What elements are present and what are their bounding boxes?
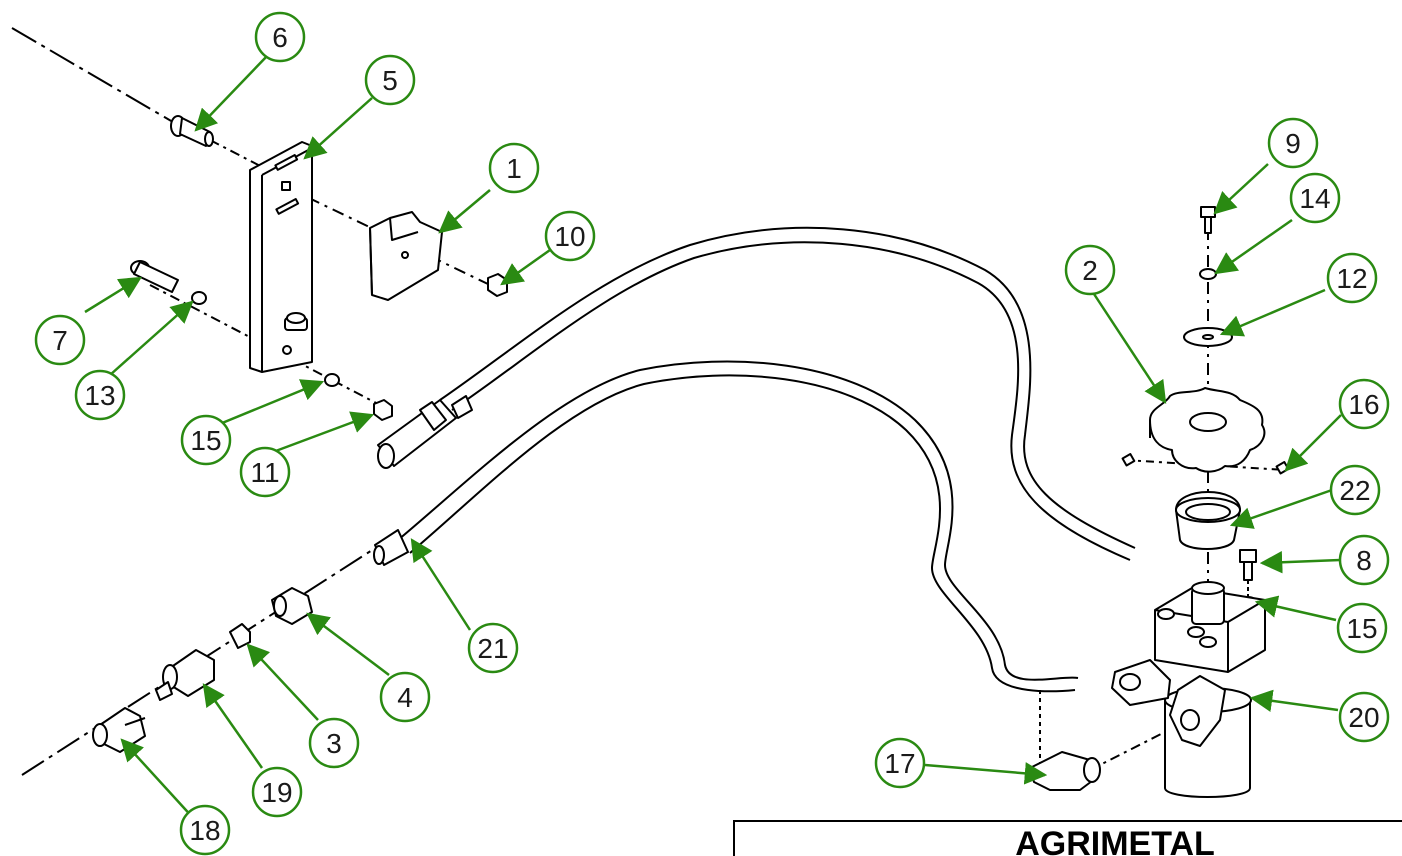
svg-text:17: 17 [884,748,915,779]
callout-16: 16 [1338,378,1390,430]
part-13-washer [191,291,207,305]
part-12-washer [1183,327,1233,347]
part-9-screw [1200,206,1216,234]
svg-text:19: 19 [261,777,292,808]
part-21-hose-end [373,529,409,566]
part-upper-hose-fitting [377,395,473,469]
callout-8: 8 [1338,534,1390,586]
callout-10: 10 [544,210,596,262]
svg-text:5: 5 [382,65,398,96]
part-16-set-screw-b [1121,453,1136,467]
callout-6: 6 [254,11,306,63]
callout-7: 7 [34,314,86,366]
part-5-bracket-plate [249,141,313,373]
part-4-coupling [271,587,313,625]
part-10-nut [487,273,508,297]
svg-text:12: 12 [1336,263,1367,294]
part-22-collar [1175,491,1241,550]
callout-11: 11 [239,446,291,498]
callout-15-right: 15 [1336,602,1388,654]
callout-22: 22 [1329,464,1381,516]
part-3-ferrule [229,623,251,649]
part-8-bolt [1239,549,1257,581]
part-20-motor [1111,581,1266,798]
svg-text:7: 7 [52,325,68,356]
svg-text:8: 8 [1356,545,1372,576]
svg-text:6: 6 [272,22,288,53]
part-19-adapter [155,649,215,701]
callout-1: 1 [488,142,540,194]
svg-text:15: 15 [1346,613,1377,644]
svg-text:9: 9 [1285,128,1301,159]
svg-text:14: 14 [1299,183,1330,214]
part-1-clip [369,211,443,301]
svg-text:3: 3 [326,728,342,759]
svg-text:4: 4 [397,682,413,713]
part-15-washer-left [324,373,340,387]
svg-text:1: 1 [506,153,522,184]
svg-text:13: 13 [84,380,115,411]
callout-19: 19 [251,766,303,818]
part-7-bolt [130,260,179,293]
leader-lines [84,54,1342,821]
svg-text:16: 16 [1348,389,1379,420]
callout-2: 2 [1064,244,1116,296]
callout-17: 17 [874,737,926,789]
part-upper-hose [439,226,1136,561]
svg-text:22: 22 [1339,475,1370,506]
svg-text:21: 21 [477,633,508,664]
callouts: 1 2 3 4 5 6 7 8 9 10 11 12 13 14 15 15 1… [34,11,1390,856]
part-18-connector [92,707,146,753]
callout-9: 9 [1267,117,1319,169]
svg-text:20: 20 [1348,702,1379,733]
callout-4: 4 [379,671,431,723]
callout-3: 3 [308,717,360,769]
part-14-washer [1199,268,1217,280]
svg-text:15: 15 [190,425,221,456]
part-2-star-knob [1149,387,1266,473]
company-name: AGRIMETAL [1015,825,1215,856]
callout-15-left: 15 [180,414,232,466]
callout-12: 12 [1326,252,1378,304]
callout-14: 14 [1289,172,1341,224]
part-11-nut [373,399,393,421]
callout-5: 5 [364,54,416,106]
callout-18: 18 [179,804,231,856]
svg-text:2: 2 [1082,255,1098,286]
svg-text:10: 10 [554,221,585,252]
callout-13: 13 [74,369,126,421]
svg-text:11: 11 [250,457,279,488]
part-21-hose [397,360,1079,693]
title-block: AGRIMETAL [733,820,1402,856]
svg-text:18: 18 [189,815,220,846]
callout-21: 21 [467,622,519,674]
callout-20: 20 [1338,691,1390,743]
